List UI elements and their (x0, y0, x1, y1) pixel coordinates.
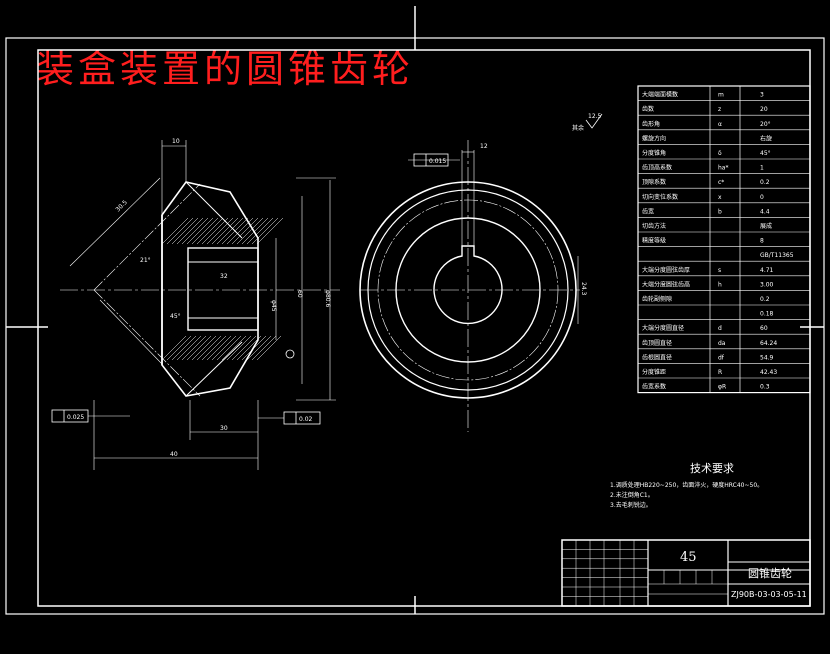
param-cell: 4.71 (760, 267, 774, 274)
param-cell: 分度锥距 (642, 368, 666, 376)
front-section-view (60, 177, 340, 397)
param-cell: x (718, 194, 722, 201)
drawing-number: ZJ90B-03-03-05-11 (731, 590, 807, 599)
param-cell: GB/T11365 (760, 252, 794, 259)
tolerance-value-left: 0.025 (67, 414, 84, 421)
param-cell: α (718, 121, 722, 128)
param-cell: 0.2 (760, 296, 770, 303)
param-cell: 20 (760, 106, 768, 113)
datum-symbol (285, 349, 295, 359)
part-name: 圆锥齿轮 (748, 566, 792, 580)
param-cell: 20° (760, 121, 771, 128)
param-cell: R (718, 369, 722, 376)
tolerance-box-left: 0.025 (51, 409, 130, 423)
roughness-symbol (585, 113, 603, 129)
param-cell: b (718, 208, 722, 215)
tolerance-value-side: 0.015 (429, 158, 446, 165)
dim-bore-length: 32 (220, 273, 228, 280)
inner-frame (37, 49, 811, 607)
param-cell: s (718, 267, 721, 274)
param-cell: 0.18 (760, 311, 774, 318)
param-cell: 60 (760, 325, 768, 332)
param-cell: 8 (760, 238, 764, 245)
tech-requirements-heading: 技术要求 (690, 462, 734, 475)
param-cell: 54.9 (760, 354, 774, 361)
param-cell: 大端分度圆弦齿厚 (642, 266, 690, 274)
dim-overall-length: 40 (170, 451, 178, 458)
tech-requirement-1: 1.调质处理HB220~250，齿面淬火，硬度HRC40~50。 (610, 481, 763, 489)
param-cell: 展成 (760, 222, 772, 230)
param-cell: 3 (760, 92, 764, 99)
tolerance-box-right: 0.02 (258, 411, 321, 425)
param-cell: 大端端面模数 (642, 91, 678, 99)
param-cell: df (718, 354, 725, 361)
dim-keyway-depth: 24.3 (580, 282, 587, 296)
param-cell: z (718, 106, 721, 113)
param-cell: h (718, 281, 722, 288)
tech-requirement-2: 2.未注倒角C1。 (610, 491, 654, 499)
param-cell: 齿形角 (642, 120, 660, 128)
param-cell: 精度等级 (642, 237, 666, 245)
param-cell: 分度锥角 (642, 149, 666, 157)
param-cell: 顶隙系数 (642, 178, 666, 186)
param-cell: ha* (718, 165, 728, 172)
material-text: 45 (680, 550, 697, 565)
param-cell: 齿数 (642, 105, 654, 113)
dim-bore-diameter: φ45 (270, 300, 277, 312)
param-cell: 3.00 (760, 281, 774, 288)
param-cell: 0.3 (760, 384, 770, 391)
dim-width-top: 10 (172, 138, 180, 145)
param-cell: φR (718, 384, 726, 391)
param-cell: 45° (760, 150, 771, 157)
dim-angle-b: 45° (170, 313, 181, 320)
side-view (359, 140, 580, 432)
param-cell: 4.4 (760, 208, 770, 215)
param-cell: 大端分度圆直径 (642, 324, 684, 332)
param-cell: d (718, 325, 722, 332)
param-cell: 0.2 (760, 179, 770, 186)
param-cell: 大端分度圆弦齿高 (642, 280, 690, 288)
dim-hub-length: 30 (220, 425, 228, 432)
param-cell: 齿宽 (642, 207, 654, 215)
param-cell: 42.43 (760, 369, 777, 376)
param-cell: da (718, 340, 726, 347)
drawing-title: 装盒装置的圆锥齿轮 (36, 47, 415, 91)
param-cell: 螺旋方向 (642, 134, 666, 142)
dim-angle-a: 21° (140, 257, 151, 264)
tech-requirement-3: 3.去毛刺锐边。 (610, 501, 652, 509)
param-cell: 齿顶圆直径 (642, 339, 672, 347)
param-cell: 切向变位系数 (642, 193, 678, 201)
dim-tip-diameter: φ80.6 (324, 290, 331, 308)
param-cell: 1 (760, 165, 764, 172)
tolerance-box-side: 0.015 (413, 153, 449, 167)
param-cell: δ (718, 150, 722, 157)
title-block (561, 539, 811, 607)
param-cell: 齿轮副侧隙 (642, 295, 672, 303)
roughness-note: 其余 (572, 124, 584, 132)
param-cell: 0 (760, 194, 764, 201)
dim-keyway-width: 12 (480, 143, 488, 150)
param-cell: 齿顶高系数 (642, 164, 672, 172)
param-cell: m (718, 92, 724, 99)
param-cell: 齿根圆直径 (642, 353, 672, 361)
front-dimensions (93, 140, 336, 470)
param-cell: 右旋 (760, 134, 772, 142)
param-cell: 齿宽系数 (642, 383, 666, 391)
sheet-border (5, 37, 825, 615)
dim-pitch-diameter: 60 (296, 290, 303, 298)
param-cell: 切齿方法 (642, 222, 666, 230)
roughness-value: 12.5 (588, 113, 602, 120)
param-cell: c* (718, 179, 724, 186)
param-cell: 64.24 (760, 340, 777, 347)
tolerance-value-right: 0.02 (299, 416, 313, 423)
dim-cone-distance: 30.5 (114, 199, 129, 214)
section-hatching (161, 217, 284, 361)
